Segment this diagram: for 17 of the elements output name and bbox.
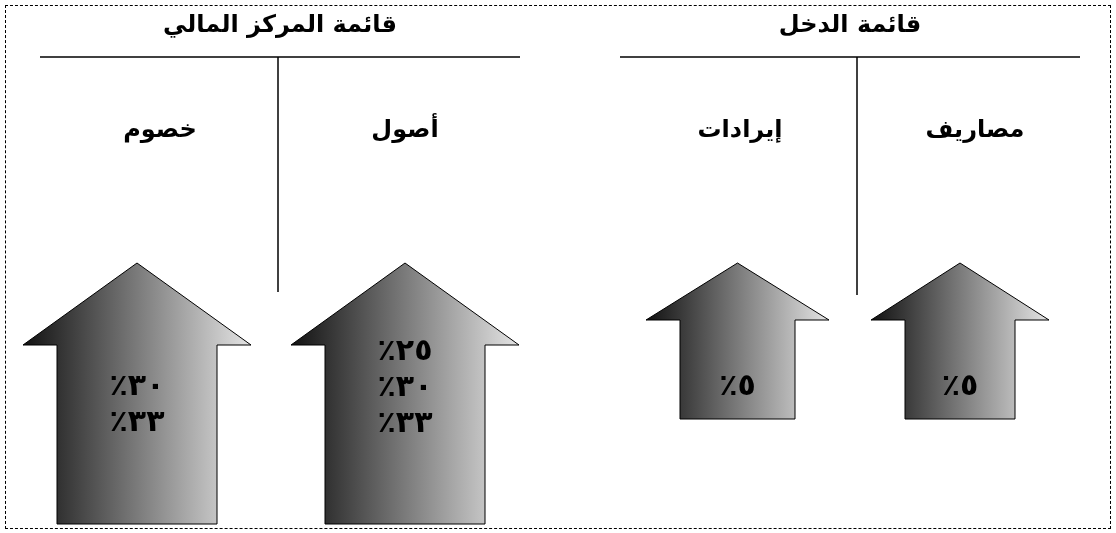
up-arrow — [870, 262, 1050, 420]
percentage-text: ٥٪ — [941, 367, 979, 403]
column-heading: مصاريف — [925, 115, 1025, 143]
column-heading: خصوم — [123, 115, 197, 143]
percentage-text: ٣٠٪ — [377, 368, 433, 404]
percentage-text: ٣٠٪ — [109, 367, 165, 403]
column-heading: أصول — [371, 115, 439, 143]
up-arrow — [290, 262, 520, 525]
percentage-text: ٣٣٪ — [109, 403, 165, 439]
statement-heading: قائمة المركز المالي — [163, 10, 397, 38]
up-arrow — [645, 262, 830, 420]
percentage-text: ٣٣٪ — [377, 404, 433, 440]
percentage-text: ٥٪ — [719, 367, 756, 403]
up-arrow — [22, 262, 252, 525]
percentage-text: ٢٥٪ — [377, 332, 433, 368]
column-heading: إيرادات — [697, 115, 783, 143]
statement-heading: قائمة الدخل — [778, 10, 922, 38]
